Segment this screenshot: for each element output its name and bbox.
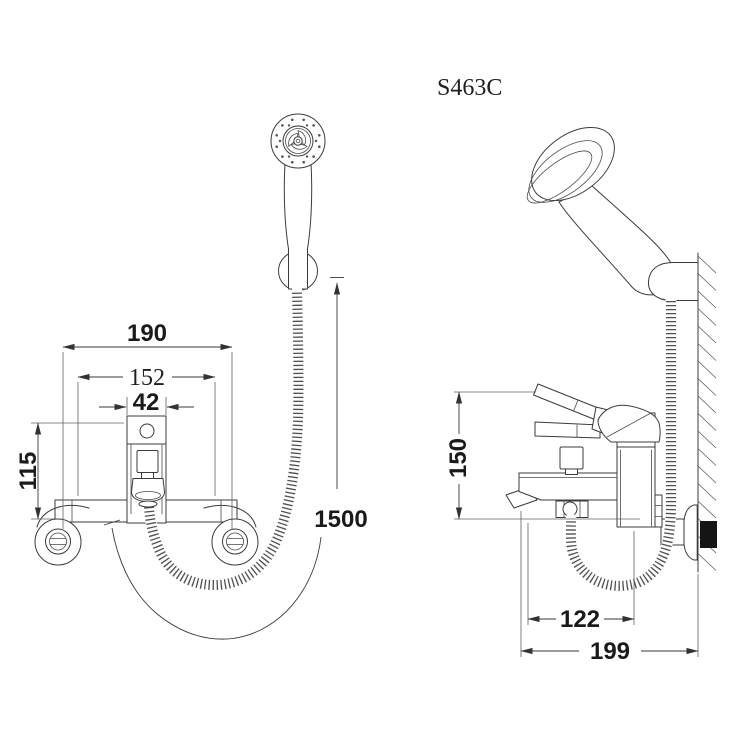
front-extension-lines: [31, 352, 233, 529]
side-view: 150 122 199: [445, 126, 717, 665]
dimension-overall-width: 190: [62, 320, 233, 351]
handshower-side: [526, 126, 699, 301]
shower-head-side: [531, 126, 615, 202]
spray-nozzle-dots: [275, 118, 321, 164]
dimension-hose-length: 1500: [103, 277, 368, 640]
handshower-front: [278, 162, 318, 291]
shower-holder-side: [647, 262, 699, 301]
dimension-spout-reach: 122: [527, 606, 635, 633]
handshower-handle: [283, 162, 313, 253]
dimension-body-width: 42: [99, 389, 194, 416]
dimension-overall-depth: 199: [520, 638, 699, 665]
mounting-hole: [139, 423, 155, 439]
swirl-spray-pattern: [288, 129, 308, 150]
hose-nut: [555, 500, 589, 518]
dimension-connection-width: 152: [77, 365, 216, 391]
dim-label-115: 115: [15, 452, 42, 491]
side-extension-lines: [454, 391, 699, 657]
escutcheon-left: [34, 505, 90, 566]
diverter-knob-front: [136, 450, 159, 473]
dimension-height: 150: [445, 391, 472, 520]
dim-label-199: 199: [590, 638, 630, 665]
dim-label-150: 150: [445, 438, 472, 478]
model-code: S463C: [437, 75, 502, 101]
faucet-body-front: [126, 415, 167, 524]
spout-outlet-front: [131, 478, 165, 502]
wall-anchor-block: [700, 521, 717, 548]
shower-hose-side: [565, 295, 677, 592]
spout-side: [518, 472, 618, 501]
cartridge-cap: [597, 404, 661, 443]
faucet-body-side: [505, 383, 661, 528]
lever-handle-lowered: [534, 421, 601, 439]
escutcheon-side: [683, 504, 698, 561]
dim-label-122: 122: [560, 606, 600, 633]
wall-section: [697, 252, 717, 573]
escutcheon-right: [203, 505, 259, 566]
shower-hose-front: [143, 285, 304, 591]
dim-label-42: 42: [133, 389, 160, 416]
dim-label-1500: 1500: [314, 506, 367, 533]
dim-label-152: 152: [129, 365, 165, 391]
lever-handle-raised: [533, 383, 604, 422]
dimension-body-height: 115: [15, 422, 42, 520]
shower-head-front: [270, 113, 326, 169]
diverter-knob-side: [559, 446, 584, 470]
dim-label-190: 190: [127, 320, 167, 347]
front-view: 190 152 42 115 1500: [15, 113, 368, 640]
